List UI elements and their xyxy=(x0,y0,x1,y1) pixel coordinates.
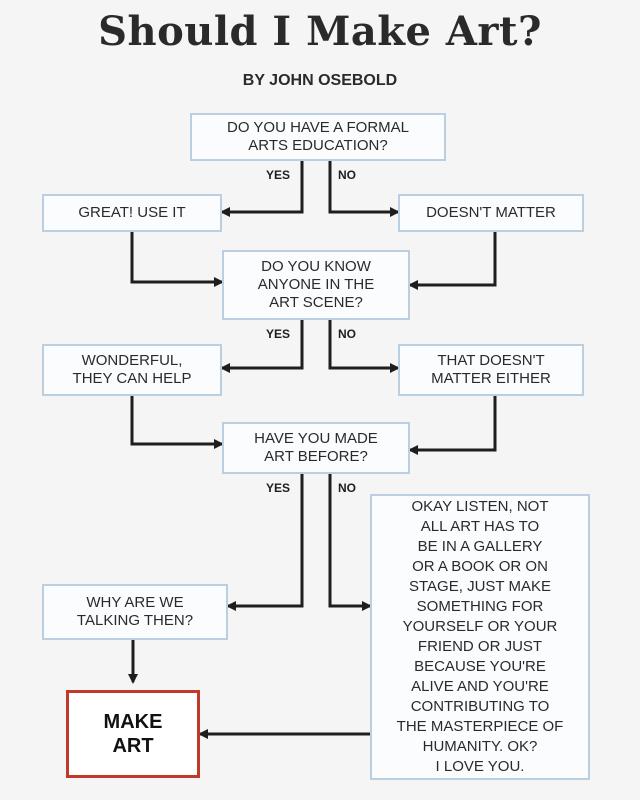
label-q1-no: NO xyxy=(338,168,356,182)
arrow-wonderful-q3 xyxy=(130,396,224,449)
arrow-q1-no xyxy=(328,160,400,217)
label-q2-yes: YES xyxy=(266,327,291,341)
node-doesnt-matter: DOESN'T MATTER xyxy=(398,194,584,232)
node-made-art-question: HAVE YOU MADE ART BEFORE? xyxy=(222,422,410,474)
arrow-q3-yes xyxy=(226,474,304,611)
node-wonderful: WONDERFUL, THEY CAN HELP xyxy=(42,344,222,396)
arrow-thatdoesnt-q3 xyxy=(408,396,497,455)
page-title: Should I Make Art? xyxy=(98,8,542,55)
node-great-use-it: GREAT! USE IT xyxy=(42,194,222,232)
arrow-doesnt-q2 xyxy=(408,232,497,290)
arrow-q2-yes xyxy=(220,320,304,373)
arrow-q1-yes xyxy=(220,160,304,217)
arrow-great-q2 xyxy=(130,232,224,287)
node-formal-education-question: DO YOU HAVE A FORMAL ARTS EDUCATION? xyxy=(190,113,446,161)
label-q1-yes: YES xyxy=(266,168,291,182)
node-why-talking: WHY ARE WE TALKING THEN? xyxy=(42,584,228,640)
node-okay-listen: OKAY LISTEN, NOT ALL ART HAS TO BE IN A … xyxy=(370,494,590,780)
byline: BY JOHN OSEBOLD xyxy=(242,72,398,89)
label-q2-no: NO xyxy=(338,327,356,341)
arrow-q3-no xyxy=(328,474,372,611)
label-q3-no: NO xyxy=(338,481,356,495)
arrow-q2-no xyxy=(328,320,400,373)
node-make-art: MAKE ART xyxy=(66,690,200,778)
node-art-scene-question: DO YOU KNOW ANYONE IN THE ART SCENE? xyxy=(222,250,410,320)
node-that-doesnt-matter: THAT DOESN'T MATTER EITHER xyxy=(398,344,584,396)
label-q3-yes: YES xyxy=(266,481,291,495)
